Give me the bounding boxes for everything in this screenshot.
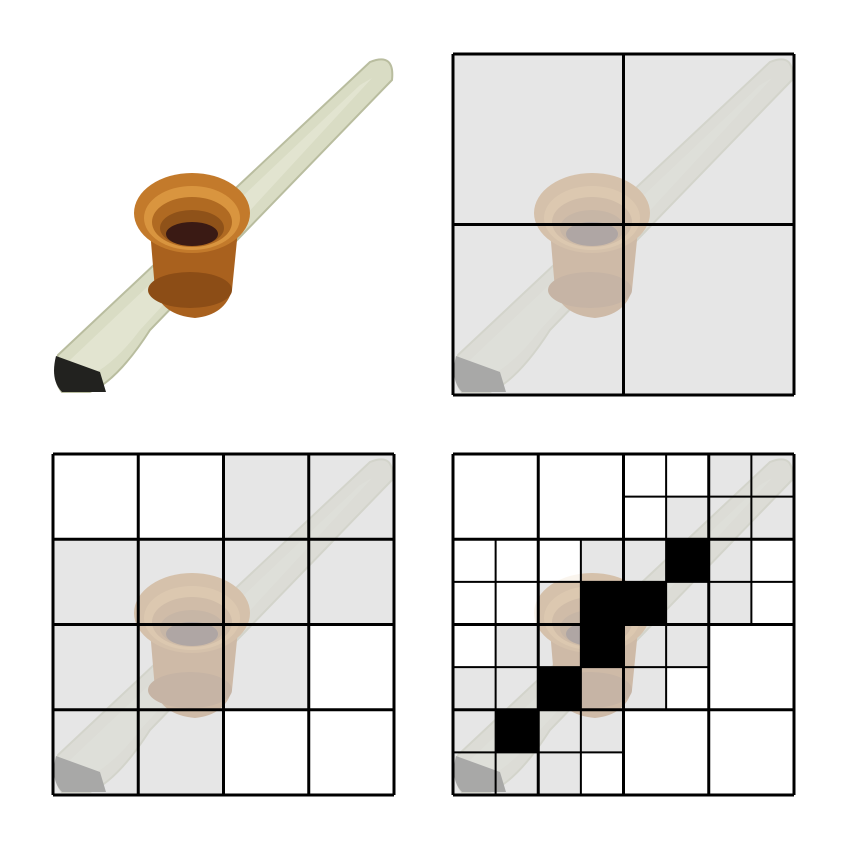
grid-cell-gray <box>666 624 709 668</box>
grid-cell-white <box>223 709 309 795</box>
grid-cell-gray <box>453 709 496 753</box>
grid-cell-white <box>708 709 752 753</box>
grid-cell-white <box>708 624 752 668</box>
grid-cell-gray <box>538 624 581 668</box>
grid-cell-white <box>495 454 539 497</box>
grid-cell-gray <box>223 454 309 540</box>
quadtree-cells <box>451 452 796 797</box>
grid-lines <box>51 452 396 797</box>
grid-cell-white <box>453 581 496 625</box>
grid-cell-gray <box>666 581 709 625</box>
grid-cell-white <box>308 624 394 710</box>
grid-lines <box>451 52 796 397</box>
grid-cell-white <box>495 581 539 625</box>
grid-cell-black <box>623 581 667 625</box>
grid-cell-white <box>138 454 224 540</box>
grid-cell-white <box>580 454 624 497</box>
grid-cell-gray <box>538 709 581 753</box>
grid-cell-gray <box>580 709 624 753</box>
grid-cell-gray <box>495 752 539 795</box>
grid-cell-gray <box>453 752 496 795</box>
grid-cell-white <box>666 454 709 497</box>
grid-cell-gray <box>538 752 581 795</box>
grid-cell-gray <box>308 454 394 540</box>
grid-cell-white <box>538 454 581 497</box>
quadtree-cells <box>451 52 796 397</box>
grid-cell-white <box>453 454 496 497</box>
grid-cell-gray <box>580 539 624 582</box>
panel-level-3 <box>451 452 796 797</box>
grid-cell-gray <box>495 624 539 668</box>
grid-cell-gray <box>580 667 624 710</box>
grid-cell-gray <box>708 539 752 582</box>
grid-cell-white <box>666 667 709 710</box>
grid-cell-gray <box>623 224 794 395</box>
grid-cell-gray <box>308 539 394 625</box>
grid-cell-gray <box>623 539 667 582</box>
grid-cell-white <box>666 709 709 753</box>
grid-cell-white <box>623 496 667 540</box>
grid-cell-black <box>495 709 539 753</box>
grid-cell-gray <box>708 496 752 540</box>
grid-cell-white <box>751 667 794 710</box>
grid-cell-white <box>308 709 394 795</box>
grid-cell-black <box>666 539 709 582</box>
grid-cell-gray <box>53 539 139 625</box>
kazoo-image <box>53 58 394 394</box>
grid-cell-gray <box>138 624 224 710</box>
grid-cell-white <box>751 752 794 795</box>
grid-cell-gray <box>223 539 309 625</box>
grid-cell-white <box>708 667 752 710</box>
grid-cell-white <box>580 752 624 795</box>
grid-cell-gray <box>751 454 794 497</box>
grid-cell-gray <box>138 539 224 625</box>
grid-cell-gray <box>666 496 709 540</box>
grid-cell-gray <box>223 624 309 710</box>
grid-cell-gray <box>623 624 667 668</box>
grid-cell-white <box>495 496 539 540</box>
grid-cell-white <box>623 454 667 497</box>
grid-cell-gray <box>453 54 624 225</box>
grid-cell-white <box>538 539 581 582</box>
grid-cell-gray <box>53 624 139 710</box>
grid-cell-gray <box>53 709 139 795</box>
grid-cell-gray <box>623 54 794 225</box>
grid-cell-gray <box>708 454 752 497</box>
grid-cell-white <box>453 624 496 668</box>
grid-cell-gray <box>453 667 496 710</box>
panel-level-2 <box>51 452 396 797</box>
grid-cell-white <box>538 496 581 540</box>
grid-cell-white <box>623 752 667 795</box>
grid-cell-gray <box>751 496 794 540</box>
grid-cell-white <box>751 624 794 668</box>
grid-cell-white <box>708 752 752 795</box>
grid-cell-white <box>623 709 667 753</box>
grid-cell-white <box>751 581 794 625</box>
grid-cell-white <box>751 539 794 582</box>
grid-cell-white <box>53 454 139 540</box>
grid-cell-gray <box>453 224 624 395</box>
grid-cell-white <box>495 539 539 582</box>
grid-cell-black <box>538 667 581 710</box>
grid-cell-black <box>580 624 624 668</box>
panel-original <box>53 58 394 394</box>
grid-cell-white <box>453 496 496 540</box>
panel-level-1 <box>451 52 796 397</box>
grid-cell-gray <box>538 581 581 625</box>
grid-cell-black <box>580 581 624 625</box>
grid-cell-white <box>453 539 496 582</box>
quadtree-cells <box>51 452 396 797</box>
grid-cell-gray <box>708 581 752 625</box>
grid-lines <box>451 452 796 797</box>
grid-cell-gray <box>495 667 539 710</box>
grid-cell-white <box>666 752 709 795</box>
grid-cell-white <box>580 496 624 540</box>
grid-cell-white <box>751 709 794 753</box>
grid-cell-gray <box>623 667 667 710</box>
grid-cell-gray <box>138 709 224 795</box>
